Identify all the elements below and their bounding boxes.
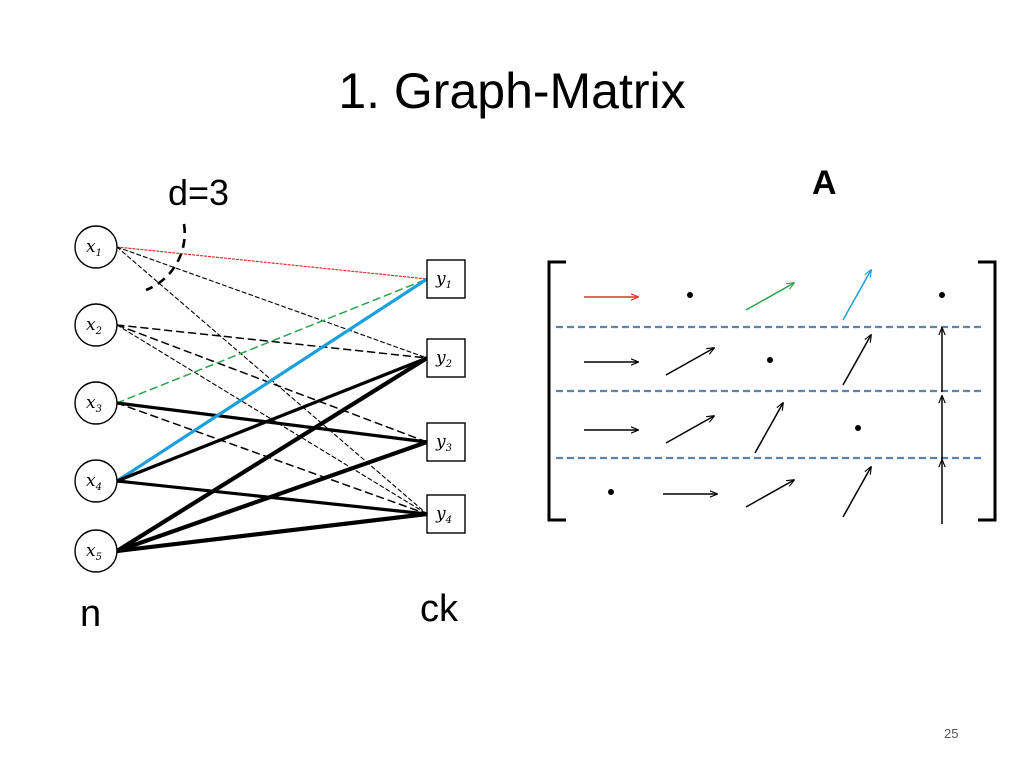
node-label: y1	[435, 269, 452, 291]
matrix-arrow-r4c3	[745, 480, 794, 508]
node-letter: y	[435, 504, 446, 524]
right-node-y1: y1	[426, 259, 466, 299]
matrix-label: A	[812, 164, 837, 202]
edge-x2-y2	[116, 324, 428, 359]
left-node-x5: x5	[74, 529, 118, 573]
node-box	[426, 422, 466, 462]
matrix-arrow-r3c3	[754, 403, 783, 454]
page-number: 25	[944, 726, 959, 741]
node-subscript: 4	[95, 482, 102, 493]
node-letter: x	[86, 471, 96, 491]
edge-x1-y2	[116, 246, 428, 359]
matrix-arrow-r2c2	[665, 348, 714, 376]
right-size-label: ck	[420, 588, 458, 630]
node-letter: y	[435, 348, 446, 368]
edge-x3-y3	[115, 401, 429, 444]
edge-x4-y1	[115, 277, 429, 483]
edge-x3-y4	[116, 402, 428, 515]
edge-x4-y2	[115, 356, 429, 483]
matrix-dot-r4c1	[608, 489, 614, 495]
right-node-y4: y4	[426, 494, 466, 534]
node-label: y4	[435, 504, 452, 526]
edge-x5-y3	[114, 439, 430, 554]
node-subscript: 2	[445, 359, 452, 370]
matrix-arrow-r3c2	[665, 416, 714, 444]
node-subscript: 1	[96, 248, 102, 259]
node-subscript: 3	[446, 443, 452, 454]
node-circle	[74, 459, 118, 503]
node-subscript: 5	[96, 552, 102, 563]
matrix-left-bracket	[547, 260, 566, 522]
right-node-y2: y2	[426, 338, 466, 378]
node-label: x5	[86, 541, 102, 563]
matrix-dot-r3c4	[855, 425, 861, 431]
node-subscript: 1	[446, 280, 452, 291]
matrix-arrow-r2c4	[842, 335, 871, 386]
node-box	[426, 338, 466, 378]
node-subscript: 2	[95, 326, 102, 337]
node-label: x1	[86, 237, 102, 259]
node-letter: y	[435, 269, 446, 289]
node-label: x2	[86, 315, 102, 337]
node-letter: x	[86, 315, 96, 335]
matrix-dot-r2c3	[767, 357, 773, 363]
left-node-x1: x1	[74, 225, 118, 269]
matrix-layer	[547, 260, 997, 524]
left-node-x3: x3	[74, 381, 118, 425]
edge-x5-y4	[114, 511, 430, 554]
left-size-label: n	[80, 593, 102, 635]
matrix-arrow-r1c3	[745, 283, 794, 311]
node-circle	[74, 529, 118, 573]
node-circle	[74, 381, 118, 425]
node-letter: y	[435, 432, 446, 452]
left-node-x4: x4	[74, 459, 118, 503]
node-letter: x	[86, 237, 96, 257]
edge-x5-y2	[114, 355, 430, 554]
node-label: x4	[86, 471, 102, 493]
node-box	[426, 259, 466, 299]
node-circle	[74, 225, 118, 269]
matrix-arrow-r1c4	[842, 270, 871, 321]
node-letter: x	[86, 393, 96, 413]
node-subscript: 3	[96, 404, 102, 415]
matrix-dot-r1c2	[687, 292, 693, 298]
node-circle	[74, 303, 118, 347]
left-node-x2: x2	[74, 303, 118, 347]
node-label: y2	[435, 348, 452, 370]
edge-x1-y1	[116, 246, 428, 280]
degree-label: d=3	[168, 172, 230, 213]
slide-title: 1. Graph-Matrix	[338, 63, 686, 119]
right-node-y3: y3	[426, 422, 466, 462]
node-box	[426, 494, 466, 534]
node-label: x3	[86, 393, 102, 415]
edge-x2-y3	[116, 324, 428, 443]
matrix-dot-r1c5	[939, 292, 945, 298]
node-letter: x	[86, 541, 96, 561]
matrix-right-bracket	[978, 260, 997, 522]
node-subscript: 4	[445, 515, 452, 526]
matrix-arrow-r4c4	[842, 467, 871, 518]
node-label: y3	[435, 432, 452, 454]
degree-bracket	[145, 223, 187, 292]
edge-x3-y1	[116, 278, 428, 404]
edges-layer	[114, 246, 430, 554]
